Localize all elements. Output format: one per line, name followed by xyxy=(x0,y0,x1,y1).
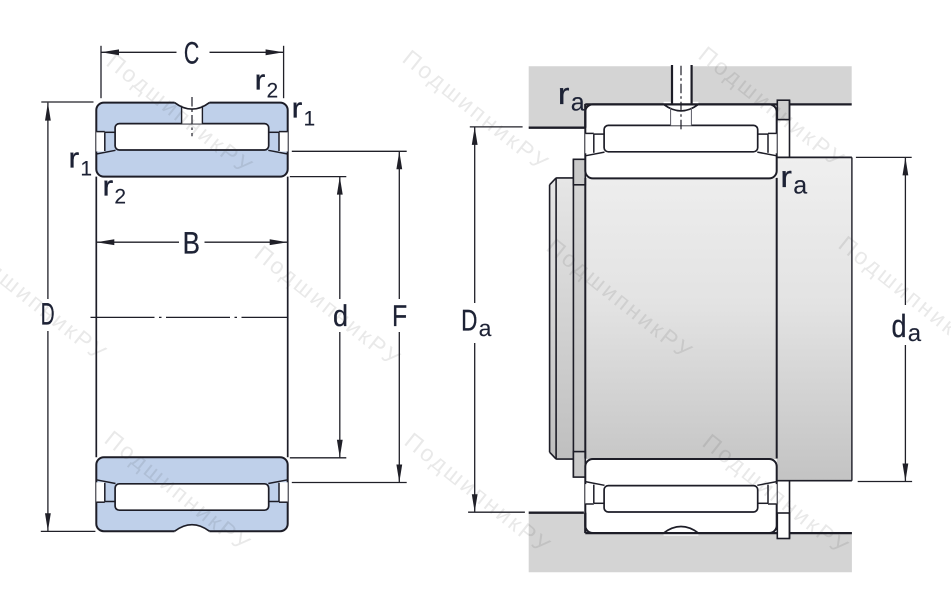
svg-text:r: r xyxy=(255,65,266,96)
svg-text:2: 2 xyxy=(267,80,279,103)
svg-text:F: F xyxy=(392,300,407,333)
svg-text:a: a xyxy=(479,315,492,341)
svg-text:r: r xyxy=(292,93,303,124)
svg-text:1: 1 xyxy=(80,158,92,181)
svg-text:D: D xyxy=(461,305,477,338)
svg-text:1: 1 xyxy=(304,108,316,131)
svg-text:d: d xyxy=(892,308,907,344)
svg-text:r: r xyxy=(102,171,113,202)
svg-text:a: a xyxy=(793,172,807,200)
svg-text:C: C xyxy=(184,35,199,70)
svg-text:a: a xyxy=(908,320,922,347)
svg-text:r: r xyxy=(558,78,570,111)
svg-text:a: a xyxy=(571,88,585,116)
svg-text:d: d xyxy=(333,300,348,333)
svg-text:D: D xyxy=(41,297,55,332)
svg-text:r: r xyxy=(68,143,79,174)
svg-text:2: 2 xyxy=(114,186,126,209)
svg-text:B: B xyxy=(183,225,200,260)
svg-text:r: r xyxy=(780,161,792,194)
